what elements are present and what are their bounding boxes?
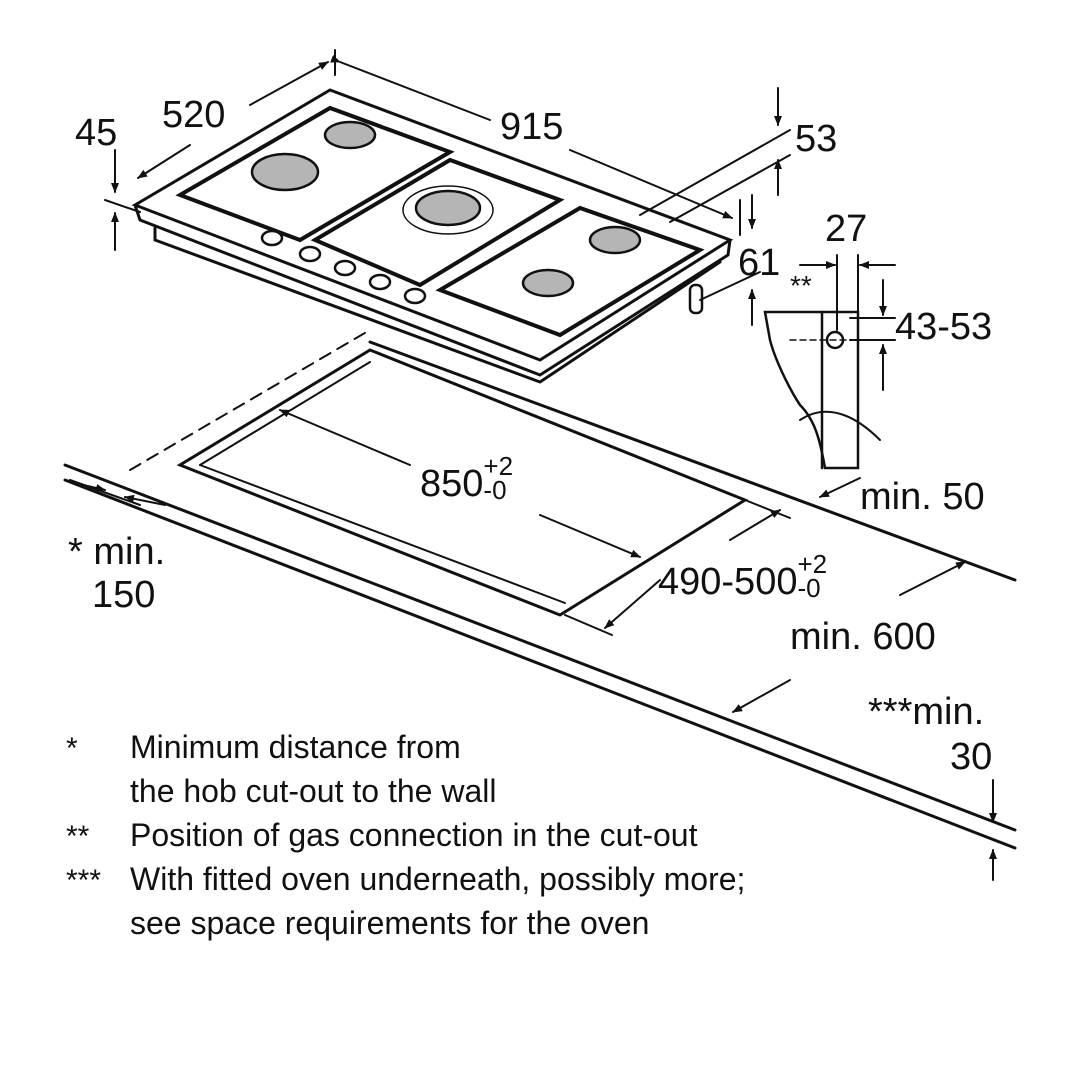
dim-27: 27	[825, 208, 868, 250]
dim-min-50: min. 50	[860, 476, 985, 518]
footnote-text: Position of gas connection in the cut-ou…	[130, 817, 698, 853]
hob	[131, 88, 734, 384]
footnote-text: Minimum distance from	[130, 729, 461, 765]
dim-wall-min-label: * min.	[68, 531, 166, 573]
footnote-mark: **	[66, 820, 90, 853]
dim-min-600: min. 600	[790, 616, 936, 658]
dim-oven-min-value: 30	[950, 736, 993, 778]
dimension-lines	[69, 49, 997, 881]
dim-45: 45	[75, 112, 118, 154]
gas-connection-marker: **	[790, 270, 812, 301]
footnote-mark: *	[66, 732, 78, 765]
dim-wall-min-value: 150	[92, 574, 156, 616]
footnote-text: the hob cut-out to the wall	[130, 773, 497, 809]
dim-oven-min-label: ***min.	[868, 691, 985, 733]
control-knobs	[260, 229, 704, 315]
dim-43-53: 43-53	[895, 306, 993, 348]
burners	[250, 120, 642, 298]
dim-915: 915	[500, 106, 564, 148]
dim-850: 850+2-0	[420, 451, 514, 506]
footnote-text: see space requirements for the oven	[130, 905, 650, 941]
footnote-mark: ***	[66, 864, 102, 897]
worktop	[63, 329, 1017, 850]
footnote-text: With fitted oven underneath, possibly mo…	[130, 861, 746, 897]
dim-53: 53	[795, 118, 838, 160]
dim-61: 61	[738, 242, 781, 284]
dim-520: 520	[162, 94, 226, 136]
gas-connection-detail	[763, 310, 881, 470]
dim-490-500: 490-500+2-0	[658, 549, 828, 604]
